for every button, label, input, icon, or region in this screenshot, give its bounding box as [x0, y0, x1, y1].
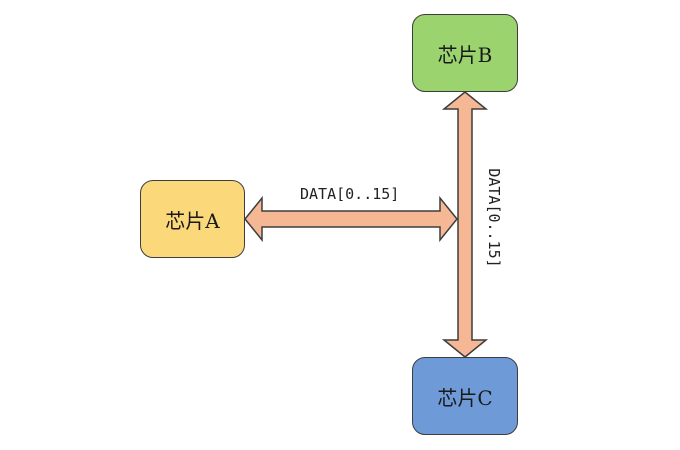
vertical-bus-label: DATA[0..15]: [485, 168, 503, 268]
horizontal-bus-arrow: [244, 195, 458, 243]
chip-c: 芯片C: [412, 357, 518, 435]
chip-c-label: 芯片C: [437, 385, 493, 410]
horizontal-bus-label: DATA[0..15]: [300, 185, 400, 203]
chip-b-label: 芯片B: [437, 42, 493, 67]
chip-b: 芯片B: [412, 14, 518, 92]
chip-a-label: 芯片A: [165, 208, 220, 233]
chip-a: 芯片A: [140, 180, 245, 258]
